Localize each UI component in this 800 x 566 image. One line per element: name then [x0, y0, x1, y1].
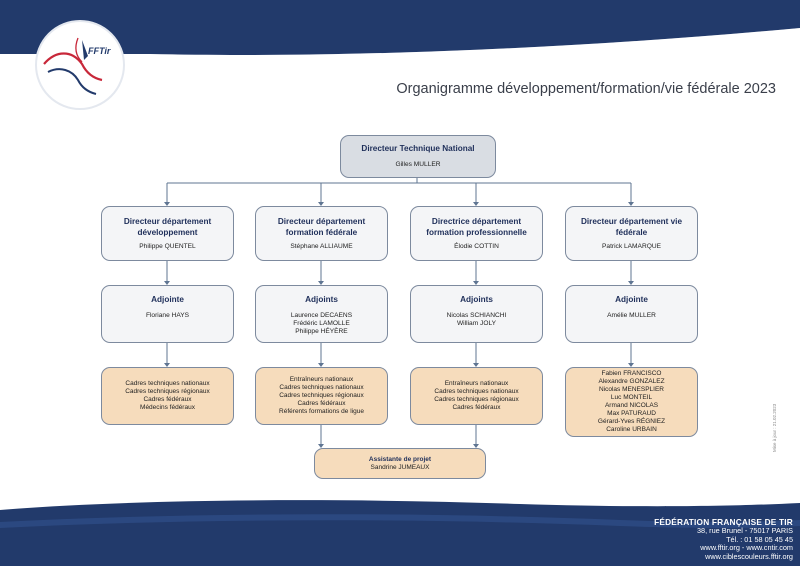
connector-lines — [166, 178, 632, 447]
fftir-logo: FFTir — [35, 20, 125, 110]
deputy-box-formation-professionnelle: Adjoints Nicolas SCHIANCHI William JOLY — [410, 285, 543, 343]
dept-role: Directrice département formation profess… — [426, 217, 527, 237]
dept-box-vie-federale: Directeur département vie fédérale Patri… — [565, 206, 698, 261]
deputy-name: William JOLY — [456, 319, 497, 327]
staff-item: Caroline URBAIN — [606, 426, 657, 433]
dept-name: Patrick LAMARQUE — [602, 243, 661, 250]
dept-name: Stéphane ALLIAUME — [290, 243, 353, 250]
arrow-heads — [164, 202, 634, 448]
staff-item: Armand NICOLAS — [604, 402, 659, 409]
deputy-box-vie-federale: Adjointe Amélie MULLER — [565, 285, 698, 343]
staff-item: Entraîneurs nationaux — [289, 376, 354, 383]
staff-item: Cadres techniques régionaux — [279, 392, 364, 399]
dtn-name: Gilles MULLER — [395, 160, 441, 168]
deputy-box-developpement: Adjointe Floriane HAYS — [101, 285, 234, 343]
assistant-name: Sandrine JUMEAUX — [370, 463, 430, 471]
footer-contact: FÉDÉRATION FRANÇAISE DE TIR 38, rue Brun… — [654, 517, 793, 561]
assistant-role: Assistante de projet — [368, 455, 432, 463]
deputy-box-formation-federale: Adjoints Laurence DECAENS Frédéric LAMOL… — [255, 285, 388, 343]
deputy-title: Adjoints — [460, 295, 493, 304]
logo-text: FFTir — [88, 46, 111, 56]
staff-item: Fabien FRANCISCO — [601, 370, 662, 377]
staff-box-formation-professionnelle: Entraîneurs nationaux Cadres techniques … — [410, 367, 543, 425]
staff-item: Cadres techniques nationaux — [125, 380, 210, 387]
staff-item: Cadres techniques régionaux — [125, 388, 210, 395]
staff-item: Cadres fédéraux — [143, 396, 192, 403]
staff-box-developpement: Cadres techniques nationaux Cadres techn… — [101, 367, 234, 425]
staff-item: Cadres fédéraux — [297, 400, 346, 407]
staff-item: Cadres techniques régionaux — [434, 396, 519, 403]
dept-role: Directeur département formation fédérale — [277, 217, 366, 237]
dtn-box: Directeur Technique National Gilles MULL… — [340, 135, 496, 178]
footer-web-link[interactable]: www.fftir.org - www.cntir.com — [700, 543, 793, 552]
deputy-name: Nicolas SCHIANCHI — [446, 311, 507, 319]
deputy-name: Amélie MULLER — [607, 311, 656, 319]
dept-name: Philippe QUENTEL — [139, 243, 196, 250]
staff-item: Cadres techniques nationaux — [279, 384, 364, 391]
dept-box-formation-professionnelle: Directrice département formation profess… — [410, 206, 543, 261]
staff-box-vie-federale: Fabien FRANCISCO Alexandre GONZALEZ Nico… — [565, 367, 698, 437]
assistant-box: Assistante de projet Sandrine JUMEAUX — [314, 448, 486, 479]
staff-item: Médecins fédéraux — [140, 404, 195, 411]
staff-item: Cadres techniques nationaux — [434, 388, 519, 395]
staff-item: Référents formations de ligue — [279, 408, 364, 415]
update-note: Mise à jour : 21.02.2023 — [772, 403, 777, 452]
staff-item: Max PATURAUD — [607, 410, 656, 417]
dept-name: Élodie COTTIN — [454, 243, 499, 250]
deputy-title: Adjointe — [615, 295, 648, 304]
footer-web-link-2[interactable]: www.ciblescouleurs.fftir.org — [705, 551, 793, 561]
deputy-name: Floriane HAYS — [145, 311, 190, 319]
dept-role: Directeur département développement — [123, 217, 212, 237]
footer-phone: Tél. : 01 58 05 45 45 — [726, 534, 793, 544]
deputy-name: Philippe HÉYÈRE — [295, 328, 348, 336]
staff-item: Alexandre GONZALEZ — [598, 378, 665, 385]
staff-item: Gérard-Yves RÉGNIEZ — [597, 418, 666, 425]
dept-box-formation-federale: Directeur département formation fédérale… — [255, 206, 388, 261]
dept-role: Directeur département vie fédérale — [580, 217, 683, 237]
page-title: Organigramme développement/formation/vie… — [396, 81, 776, 97]
deputy-name: Laurence DECAENS — [290, 311, 353, 319]
footer-org: FÉDÉRATION FRANÇAISE DE TIR — [654, 517, 793, 527]
deputy-title: Adjointe — [151, 295, 184, 304]
staff-item: Nicolas MENESPLIER — [598, 386, 665, 393]
deputy-title: Adjoints — [305, 295, 338, 304]
staff-box-formation-federale: Entraîneurs nationaux Cadres techniques … — [255, 367, 388, 425]
header-band — [0, 0, 800, 55]
deputy-name: Frédéric LAMOLLE — [293, 319, 350, 327]
staff-item: Entraîneurs nationaux — [444, 380, 509, 387]
footer-address: 38, rue Brunel - 75017 PARIS — [697, 526, 793, 535]
dept-box-developpement: Directeur département développement Phil… — [101, 206, 234, 261]
staff-item: Cadres fédéraux — [452, 404, 501, 411]
staff-item: Luc MONTEIL — [610, 394, 653, 401]
dtn-role: Directeur Technique National — [361, 144, 475, 154]
